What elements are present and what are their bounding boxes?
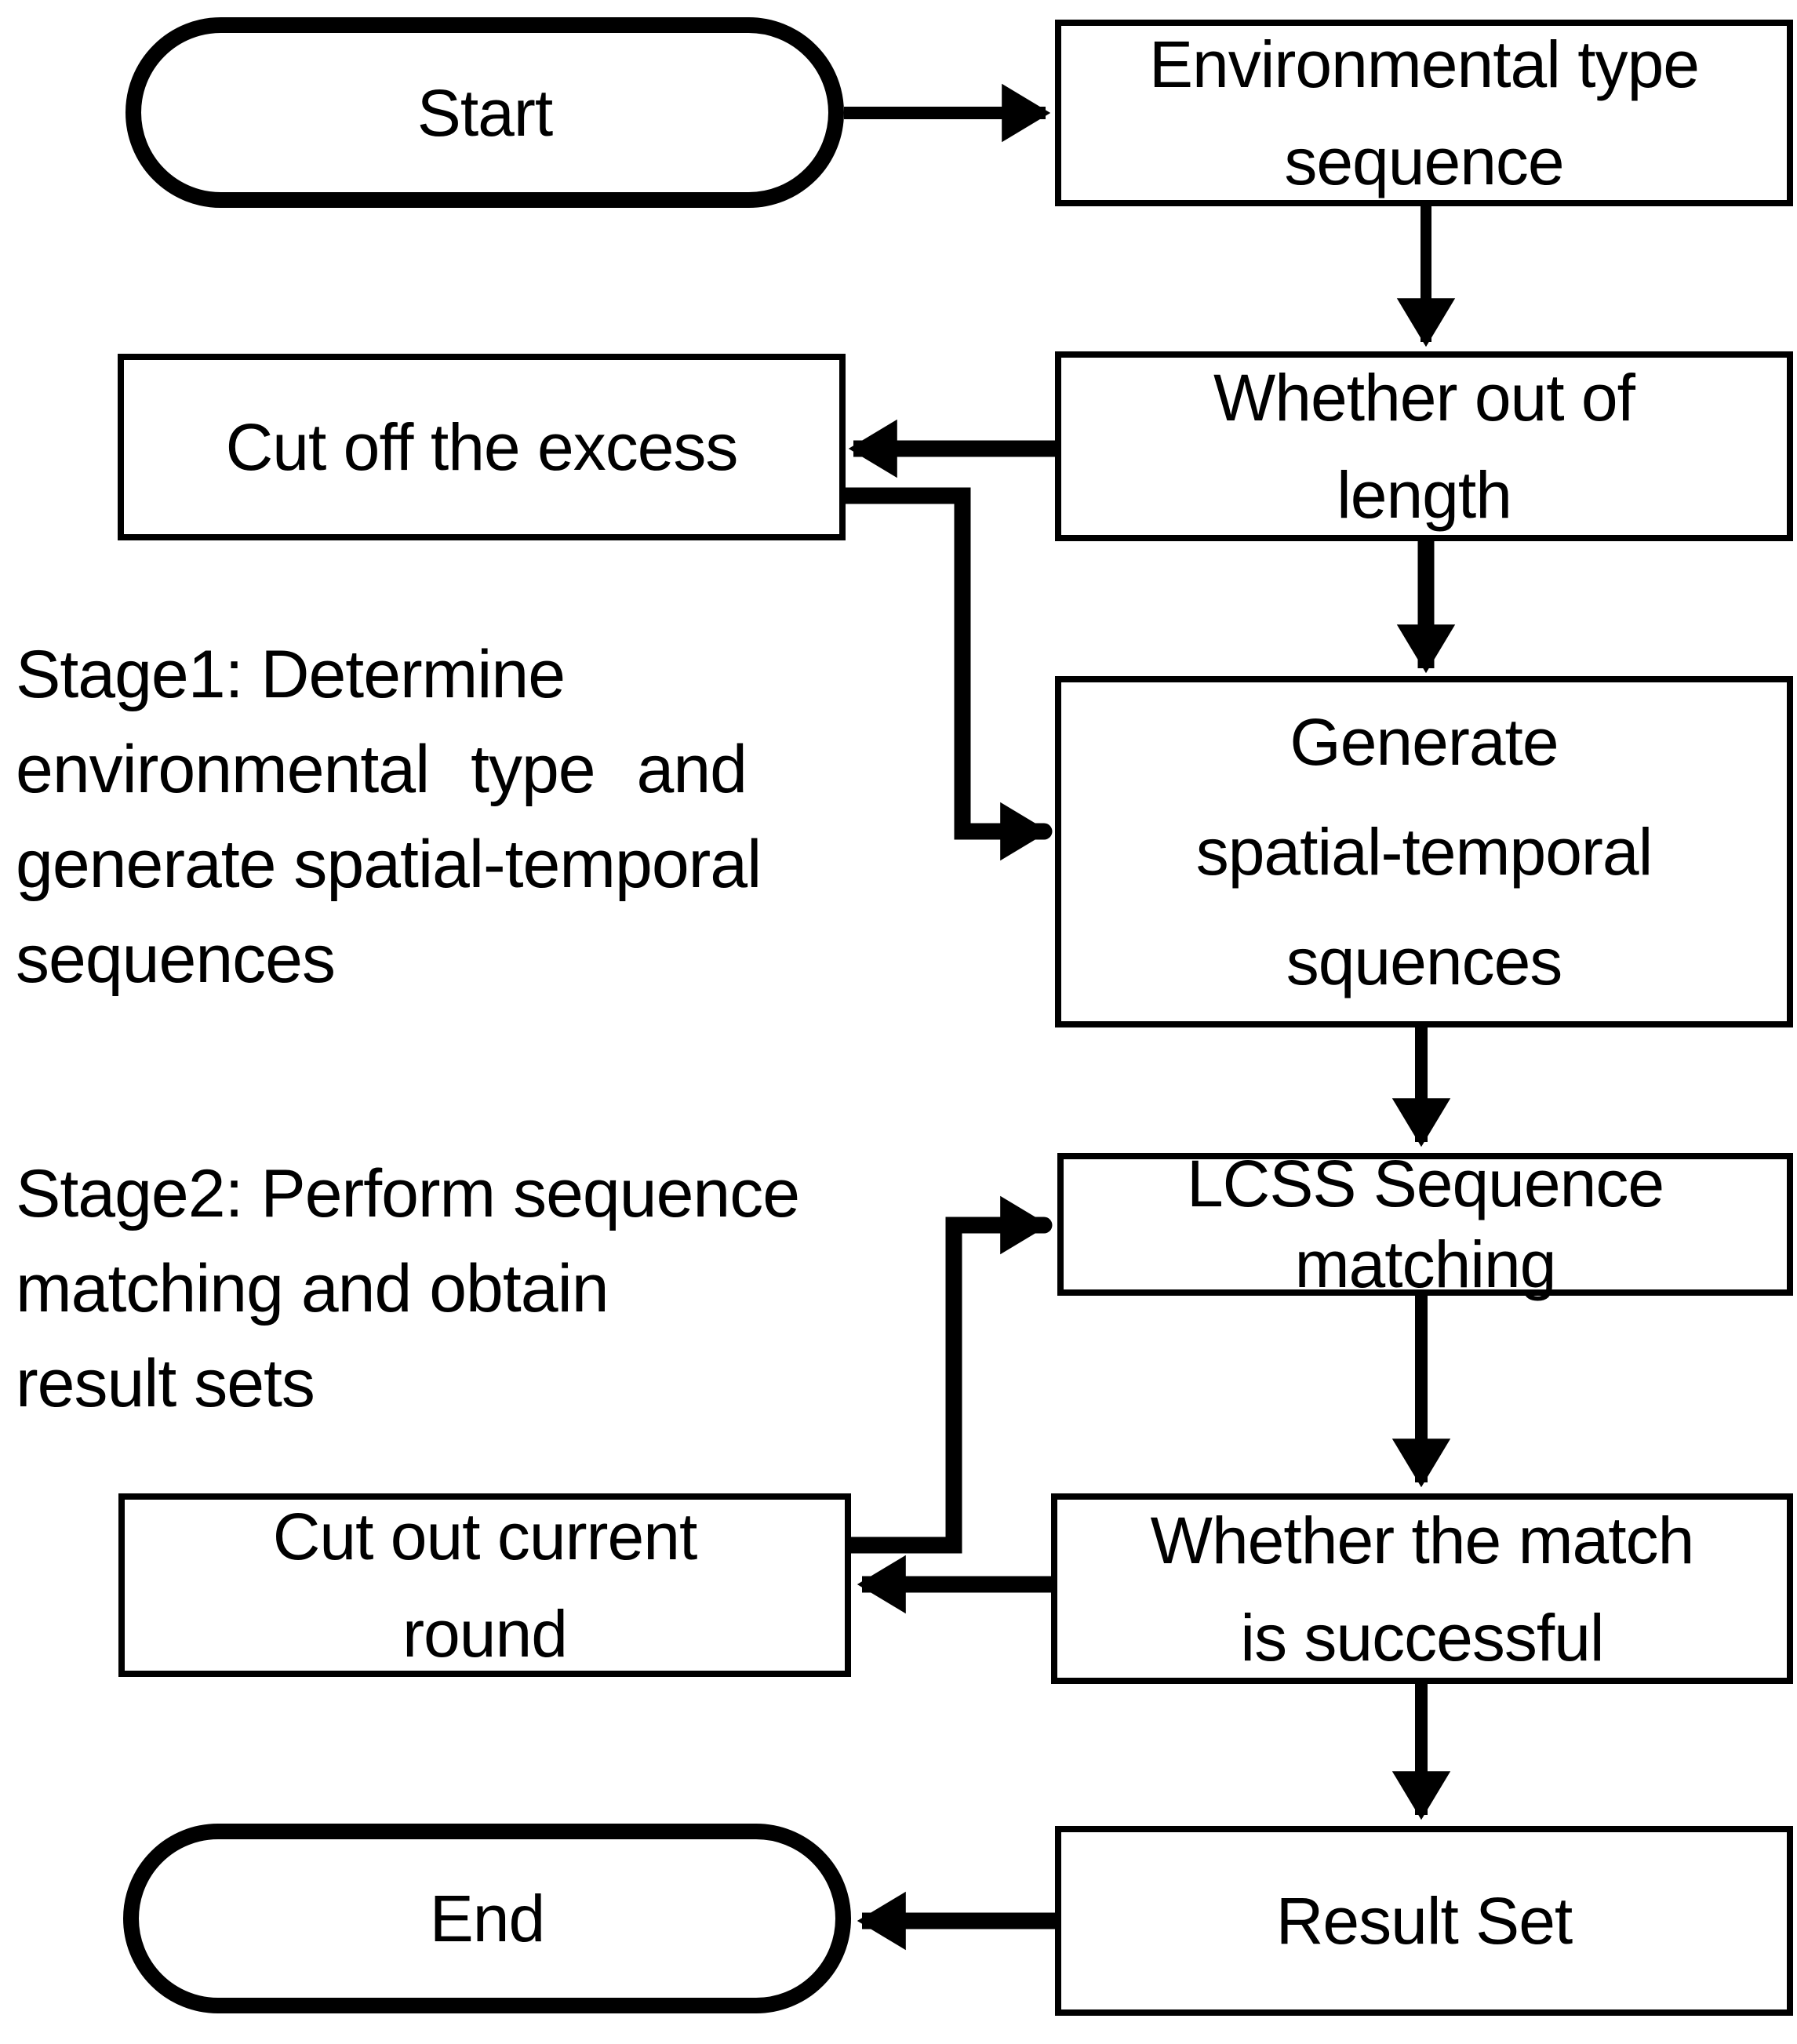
node-start-label: Start (417, 75, 553, 150)
node-cut-off-the-excess-label: Cut off the excess (225, 410, 739, 484)
node-result-set-label: Result Set (1275, 1884, 1573, 1958)
node-whether-the-match-is-successful-line1: Whether the match (1150, 1503, 1695, 1577)
node-lcss-sequence-matching: LCSS Sequence matching (1057, 1147, 1793, 1301)
node-end-label: End (429, 1882, 545, 1955)
node-whether-the-match-is-successful: Whether the match is successful (1051, 1493, 1793, 1684)
node-generate-spatial-temporal-squences-line3: squences (1286, 925, 1563, 998)
node-result-set: Result Set (1055, 1826, 1793, 2016)
node-whether-out-of-length-line1: Whether out of (1213, 361, 1635, 435)
annotation-stage2-line1: Stage2: Perform sequence (16, 1156, 800, 1231)
edge-cut-off-excess-to-generate-seq (837, 487, 1053, 861)
node-end: End (123, 1824, 851, 2013)
annotation-stage1-line3: generate spatial-temporal (16, 827, 762, 902)
annotation-stage1-line2: environmental type and (16, 732, 748, 807)
annotation-stage2-line2: matching and obtain (16, 1251, 609, 1326)
node-generate-spatial-temporal-squences-line2: spatial-temporal (1195, 815, 1653, 889)
node-start: Start (125, 17, 844, 208)
annotation-stage1: Stage1: Determine environmental type and… (16, 627, 762, 1007)
node-cut-out-current-round-line1: Cut out current (272, 1500, 698, 1573)
node-environmental-type-sequence: Environmental type sequence (1055, 20, 1793, 206)
annotation-stage1-line4: sequences (16, 922, 336, 997)
annotation-stage2-line3: result sets (16, 1346, 315, 1421)
node-cut-out-current-round-line2: round (402, 1597, 568, 1671)
node-generate-spatial-temporal-squences-line1: Generate (1290, 705, 1559, 779)
edge-cut-out-round-to-lcss-matching (842, 1195, 1053, 1554)
node-environmental-type-sequence-line2: sequence (1284, 125, 1564, 198)
node-generate-spatial-temporal-squences: Generate spatial-temporal squences (1055, 676, 1793, 1027)
node-lcss-sequence-matching-line2: matching (1294, 1227, 1557, 1301)
node-whether-out-of-length-line2: length (1337, 458, 1512, 532)
node-lcss-sequence-matching-line1: LCSS Sequence (1186, 1147, 1664, 1220)
annotation-stage1-line1: Stage1: Determine (16, 637, 566, 712)
node-cut-off-the-excess: Cut off the excess (118, 354, 846, 540)
annotation-stage2: Stage2: Perform sequence matching and ob… (16, 1147, 800, 1431)
node-cut-out-current-round: Cut out current round (118, 1493, 851, 1677)
node-whether-out-of-length: Whether out of length (1055, 351, 1793, 541)
node-environmental-type-sequence-line1: Environmental type (1148, 27, 1700, 101)
node-whether-the-match-is-successful-line2: is successful (1240, 1600, 1604, 1675)
